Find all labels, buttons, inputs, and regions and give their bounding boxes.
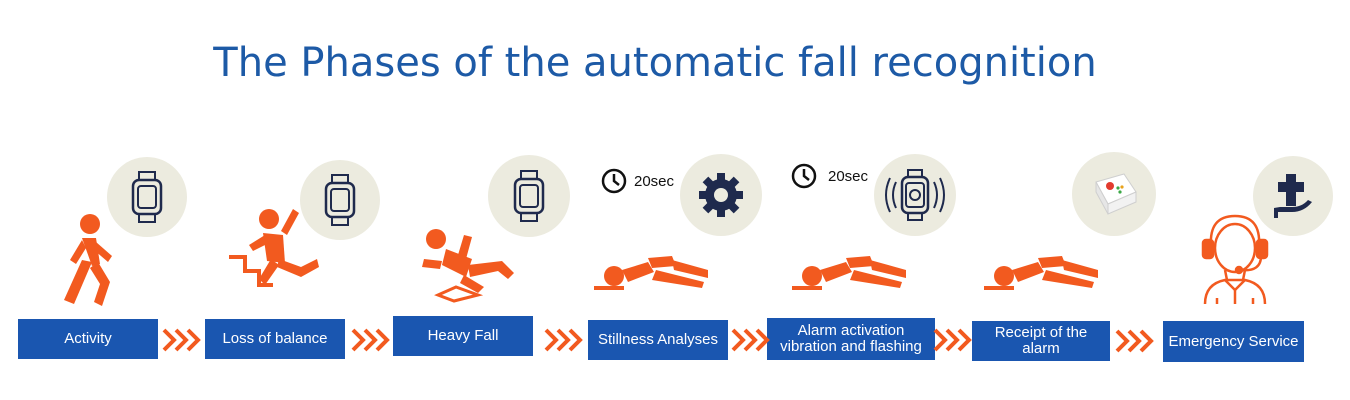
phase-label-alarm-activation: Alarm activation vibration and flashing bbox=[767, 318, 935, 360]
smartwatch-icon bbox=[324, 174, 356, 226]
phase-label-activity: Activity bbox=[18, 319, 158, 359]
phase-label-receipt-of-alarm: Receipt of the alarm bbox=[972, 321, 1110, 361]
chevron-arrows-icon bbox=[544, 328, 583, 352]
chevron-arrows-icon bbox=[1115, 329, 1154, 353]
chevron-arrows-icon bbox=[731, 328, 770, 352]
chevron-arrows-icon bbox=[933, 328, 972, 352]
phase-label-emergency-service: Emergency Service bbox=[1163, 321, 1304, 362]
smartwatch-icon bbox=[513, 170, 545, 222]
timer-text: 20sec bbox=[828, 167, 869, 185]
watch-circle-3 bbox=[488, 155, 570, 237]
watch-circle-1 bbox=[107, 157, 187, 237]
page-title: The Phases of the automatic fall recogni… bbox=[213, 40, 1097, 86]
vibration-circle bbox=[874, 154, 956, 236]
timer-1: 20sec bbox=[600, 167, 674, 195]
person-lying-icon bbox=[984, 256, 1098, 290]
chevron-arrows-icon bbox=[162, 328, 201, 352]
alarm-device-icon bbox=[1095, 173, 1137, 215]
phase-label-stillness-analyses: Stillness Analyses bbox=[588, 320, 728, 360]
timer-text: 20sec bbox=[634, 172, 675, 190]
phase-label-heavy-fall: Heavy Fall bbox=[393, 316, 533, 356]
person-falling-icon bbox=[422, 229, 514, 303]
person-walking-icon bbox=[64, 214, 112, 306]
call-center-agent-icon bbox=[1201, 214, 1269, 305]
vibrating-watch-icon bbox=[885, 169, 945, 221]
clock-icon bbox=[791, 163, 817, 189]
gear-icon bbox=[699, 173, 743, 217]
clock-icon bbox=[601, 168, 627, 194]
person-lying-icon bbox=[594, 256, 708, 290]
phase-label-loss-of-balance: Loss of balance bbox=[205, 319, 345, 359]
smartwatch-icon bbox=[131, 171, 163, 223]
person-stumbling-stairs-icon bbox=[229, 209, 319, 287]
medical-cross-hand-icon bbox=[1274, 174, 1312, 218]
chevron-arrows-icon bbox=[351, 328, 390, 352]
person-lying-icon bbox=[792, 256, 906, 290]
timer-2: 20sec bbox=[790, 162, 868, 190]
watch-circle-2 bbox=[300, 160, 380, 240]
